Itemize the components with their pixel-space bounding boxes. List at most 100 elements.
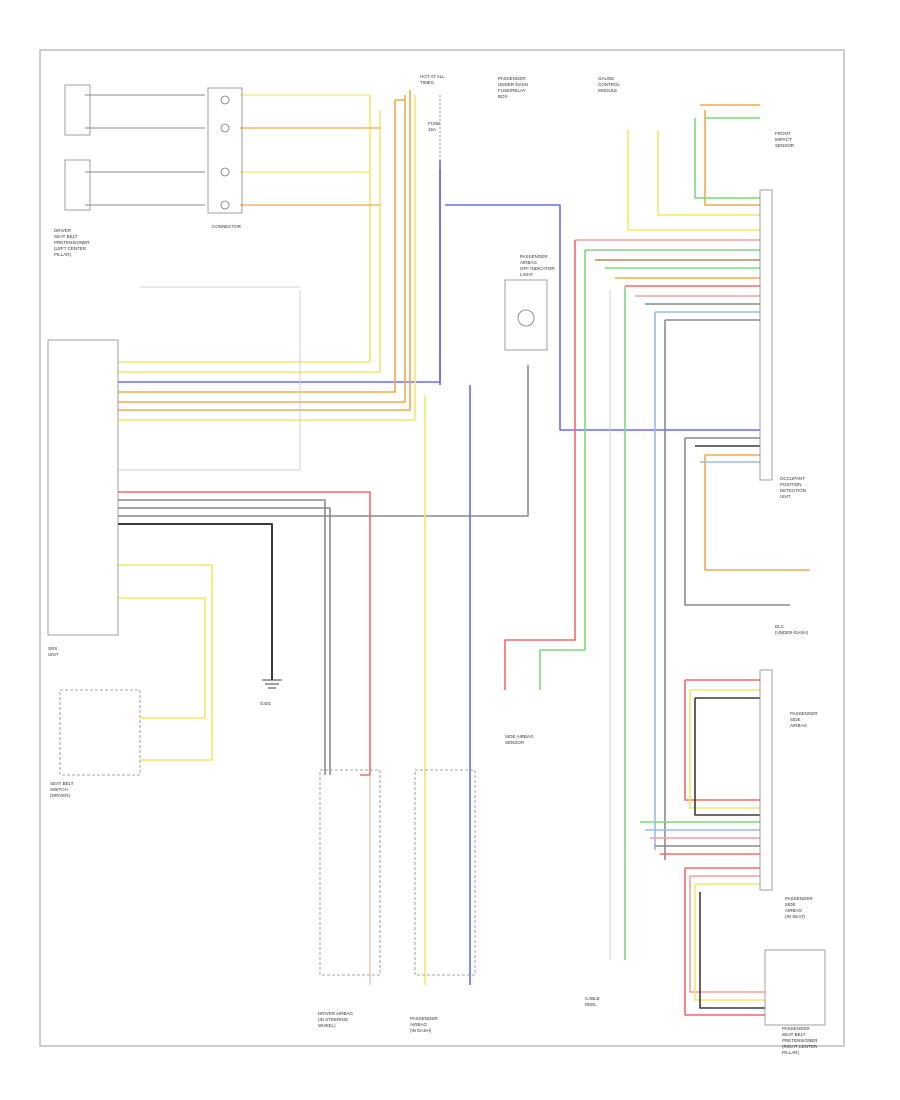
block-label-instrument-cluster: CONTROL	[598, 82, 620, 87]
wire-red-r7	[684, 868, 765, 1016]
wire-blue-1	[118, 170, 441, 383]
wire-gray-r4	[684, 438, 790, 606]
block-label-driver-seat-belt: DRIVER	[54, 228, 72, 233]
block-label-driver-seat-belt: PILLAR)	[54, 252, 72, 257]
connector-pin-icon-0	[220, 95, 230, 105]
driver-airbag-block	[319, 769, 381, 976]
block-label-indicator: OFF INDICATOR	[520, 266, 555, 271]
wire-black-r3	[694, 698, 760, 816]
block-label-impact-sensor: SENSOR	[775, 143, 795, 148]
block-label-pass-side-airbag: SIDE	[785, 902, 796, 907]
block-label-ground-g401: G401	[260, 701, 272, 706]
block-label-pass-seat-belt: PASSENGER	[782, 1026, 810, 1031]
block-label-pass-side-airbag: (IN SEAT)	[785, 914, 806, 919]
block-label-driver-airbag: WHEEL)	[318, 1023, 336, 1028]
block-label-pass-seat-belt: (RIGHT CENTER	[782, 1044, 818, 1049]
driver-seat-belt-1	[64, 84, 91, 136]
block-label-fuse-box: BOX	[498, 94, 508, 99]
block-label-impact-sensor: FRONT	[775, 131, 791, 136]
wire-black-1	[118, 523, 273, 680]
outer-frame	[39, 49, 845, 1047]
wire-gray-2	[118, 507, 331, 775]
ground-icon	[262, 679, 282, 689]
wire-green-r4	[694, 118, 760, 199]
block-label-driver-airbag: (IN STEERING	[318, 1017, 349, 1022]
block-label-passenger-sensor: SIDE	[790, 717, 801, 722]
block-label-passenger-airbag: PASSENGER	[410, 1016, 438, 1021]
right-module-block	[759, 189, 773, 481]
wire-gray-1	[118, 499, 326, 775]
block-label-pass-seat-belt: SEAT BELT	[782, 1032, 806, 1037]
connector-pin-icon-1	[220, 123, 230, 133]
block-label-fuse-box: PASSENGER	[498, 76, 526, 81]
block-label-side-airbag-sensor: SIDE AIRBAG	[505, 734, 534, 739]
block-label-fuse: FUSE	[428, 121, 440, 126]
block-label-driver-airbag: DRIVER AIRBAG	[318, 1011, 354, 1016]
connector-pin-icon-3	[220, 200, 230, 210]
wire-green-r2	[539, 250, 586, 690]
block-label-fuse-box: FUSE/RELAY	[498, 88, 526, 93]
block-label-srs-unit: SRS	[48, 646, 57, 651]
wire-blue-3	[445, 204, 760, 431]
block-label-indicator: LIGHT	[520, 272, 534, 277]
wire-yellow-2	[118, 110, 381, 373]
wires	[85, 90, 810, 1016]
block-label-seat-belt-buckle: SEAT BELT	[50, 781, 74, 786]
wire-yellow-r6	[694, 884, 765, 1001]
wire-red-r4	[684, 680, 760, 801]
block-label-driver-seat-belt: PRETENSIONER	[54, 240, 90, 245]
block-label-fuse: 15A	[428, 127, 436, 132]
components	[47, 84, 826, 1026]
wire-yellow-4	[118, 564, 213, 761]
block-label-passenger-sensor: AIRBAG	[790, 723, 808, 728]
block-label-passenger-sensor: PASSENGER	[790, 711, 818, 716]
wire-orange-r2	[704, 110, 760, 206]
passenger-airbag-block	[414, 769, 476, 976]
wire-pink-r5	[689, 876, 765, 993]
block-label-passenger-airbag: AIRBAG	[410, 1022, 428, 1027]
wire-yellow-3	[118, 95, 416, 421]
wire-yellow-5	[118, 597, 206, 719]
block-label-pass-side-airbag: AIRBAG	[785, 908, 803, 913]
driver-seat-belt-2	[64, 159, 91, 211]
block-label-impact-sensor: IMPACT	[775, 137, 792, 142]
fuse-box-block	[504, 279, 548, 351]
block-label-seat-weight-sensor: UNIT	[780, 494, 791, 499]
block-label-instrument-cluster: MODULE	[598, 88, 617, 93]
block-label-passenger-airbag: (IN DASH)	[410, 1028, 432, 1033]
block-label-seat-weight-sensor: POSITION	[780, 482, 802, 487]
block-label-driver-seat-belt: (LEFT CENTER	[54, 246, 87, 251]
block-label-side-airbag-sensor: SENSOR	[505, 740, 525, 745]
indicator-lamp-icon	[517, 309, 535, 327]
wire-red-1	[118, 491, 371, 776]
right-lower-module-block	[759, 669, 773, 891]
wire-gray-3	[118, 365, 529, 517]
wire-orange-1	[118, 99, 405, 393]
srs-unit-block	[47, 339, 119, 636]
block-label-hot-at-all-times: HOT AT ALL	[420, 74, 445, 79]
block-label-seat-belt-buckle: (DRIVER)	[50, 793, 71, 798]
diagram-frame	[39, 49, 845, 1047]
wire-orange-2	[118, 95, 406, 403]
block-label-seat-weight-sensor: DETECTION	[780, 488, 806, 493]
block-label-indicator: PASSENGER	[520, 254, 548, 259]
block-label-driver-seat-belt: SEAT BELT	[54, 234, 78, 239]
block-label-indicator: AIRBAG	[520, 260, 538, 265]
wire-yellow-r1	[627, 130, 760, 231]
wire-red-r1	[504, 240, 576, 690]
seat-belt-buckle-block	[59, 689, 141, 776]
block-label-hot-at-all-times: TIMES	[420, 80, 434, 85]
block-label-cable-reel: REEL	[585, 1002, 597, 1007]
wire-orange-3	[118, 90, 411, 411]
wire-yellow-1	[118, 95, 371, 363]
block-label-seat-weight-sensor: OCCUPANT	[780, 476, 805, 481]
connector-pin-icon-2	[220, 167, 230, 177]
connector-block	[207, 87, 243, 214]
wire-yellow-r4	[689, 690, 760, 809]
block-label-instrument-cluster: GAUGE	[598, 76, 614, 81]
block-label-pass-seat-belt: PRETENSIONER	[782, 1038, 818, 1043]
wire-white-1	[118, 290, 301, 471]
wire-yellow-r2	[657, 130, 760, 216]
